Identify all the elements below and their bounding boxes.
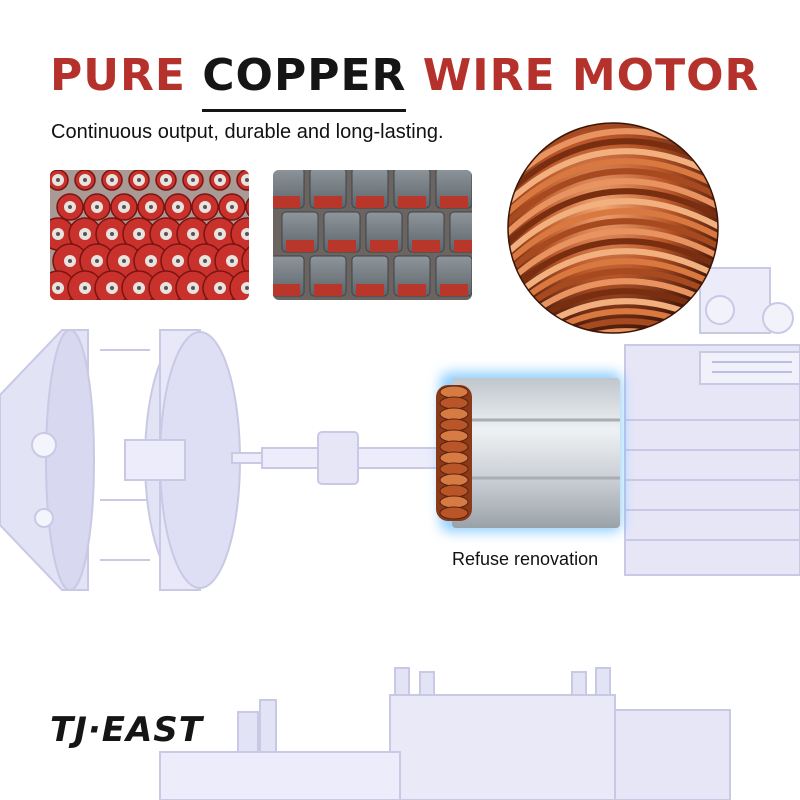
stator-winding [328,240,356,252]
red-motor-shaft [68,259,72,263]
stator-coil-loop [439,418,469,432]
red-motor-shaft [230,205,234,209]
stator-winding [412,240,440,252]
red-motor-shaft [191,286,195,290]
copper-strand [508,228,718,293]
red-motor-shaft [203,205,207,209]
stator-caption: Refuse renovation [452,549,599,569]
red-motor-shaft [122,205,126,209]
stator-winding [356,284,384,296]
stator-winding [314,284,342,296]
subtitle: Continuous output, durable and long-last… [51,121,444,143]
stator-coil-loop [439,473,469,487]
motor-outline-background [0,267,800,800]
red-motor-shaft [68,205,72,209]
stator-winding [356,196,384,208]
headline-word-pure: PURE [50,50,186,101]
copper-strand [508,178,718,243]
red-motor-shaft [230,259,234,263]
copper-strand [508,198,718,263]
red-motor-shaft [164,232,168,236]
red-motor-shaft [137,286,141,290]
red-motor-shaft [149,205,153,209]
red-motor-shaft [257,205,261,209]
stator-coil-loop [439,451,469,465]
red-motor-shaft [191,232,195,236]
stator-coil-loop [439,396,469,410]
stator-coil-loop [439,407,469,421]
red-motor-shaft [257,259,261,263]
stator-winding [440,196,468,208]
brand-logo: TJ·EAST [50,710,203,750]
red-motor-shaft [122,259,126,263]
stator-winding [398,284,426,296]
stator-winding [286,240,314,252]
copper-coil-closeup [508,123,718,333]
copper-strand [508,188,718,253]
copper-strand [508,208,718,273]
red-motor-shaft [83,178,87,182]
red-motor-shaft [149,259,153,263]
red-motor-shaft [245,232,249,236]
red-motor [241,243,249,279]
stator-coil-loop [439,462,469,476]
red-motor-shaft [95,205,99,209]
headline-word-copper: COPPER [202,44,407,112]
stator-winding [398,196,426,208]
stator-coil-loop [439,506,469,520]
stator-coil-loop [439,429,469,443]
red-motor-shaft [218,178,222,182]
stator-coil-loop [439,495,469,509]
copper-strand [508,158,718,223]
red-motor-shaft [83,286,87,290]
stator-winding [370,240,398,252]
copper-strand [508,168,718,233]
copper-strand [508,148,718,213]
red-motor-shaft [164,286,168,290]
red-motor-shaft [56,286,60,290]
red-motor-hub [253,255,265,267]
red-motor-shaft [110,286,114,290]
red-motor-shaft [176,259,180,263]
red-motor-shaft [110,178,114,182]
headline: PURE COPPER WIRE MOTOR [50,44,760,112]
red-motor-shaft [245,178,249,182]
copper-strand [508,238,718,303]
red-motor [245,193,249,221]
stator-winding [273,284,300,296]
red-motor-shaft [245,286,249,290]
stator-winding [454,240,472,252]
red-motor-shaft [203,259,207,263]
red-motor-shaft [137,232,141,236]
red-motor-shaft [176,205,180,209]
stator-coil-loop [439,484,469,498]
copper-coil-rim [507,122,719,334]
red-motor-shaft [191,178,195,182]
red-motor-shaft [164,178,168,182]
stator-coil-loop [439,440,469,454]
photo-red-motors [50,170,265,300]
red-motor-hub [253,201,265,213]
stator-coil-loop [439,385,469,399]
stator-winding [273,196,300,208]
red-motor-shaft [218,232,222,236]
stator-winding [440,284,468,296]
red-motor-shaft [110,232,114,236]
red-motor-shaft [83,232,87,236]
copper-strand [508,218,718,283]
headline-word-wire-motor: WIRE MOTOR [422,50,760,101]
red-motor-shaft [218,286,222,290]
copper-strand [508,318,718,333]
stator-highlight [436,372,622,532]
red-motor-shaft [56,232,60,236]
red-motor-shaft [137,178,141,182]
stator-winding [314,196,342,208]
photo-stator-stack [273,170,472,300]
red-motor-shaft [95,259,99,263]
red-motor-shaft [56,178,60,182]
